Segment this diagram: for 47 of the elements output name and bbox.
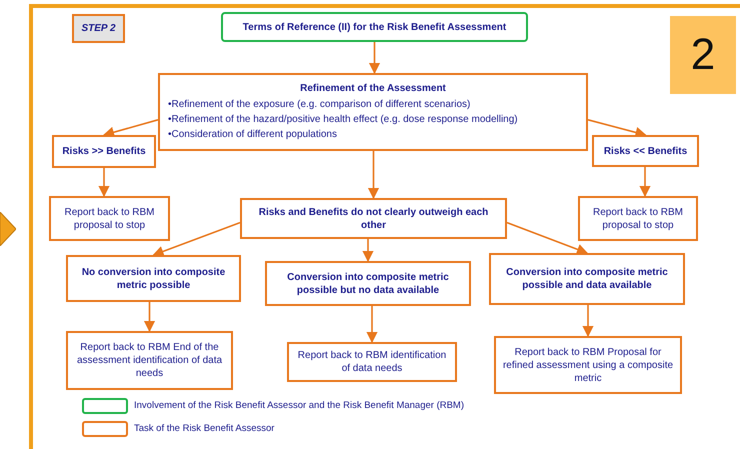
process-box [66, 255, 241, 302]
arrow [144, 302, 156, 332]
box-text: Report back to RBM Proposal for refined assessment using a composite metric [502, 346, 674, 384]
arrow [582, 305, 594, 338]
box-text: Report back to RBM proposal to stop [592, 206, 684, 232]
process-box [578, 196, 698, 241]
box-text: Report back to RBM proposal to stop [63, 206, 156, 232]
step-label-box [72, 14, 125, 43]
process-box [489, 253, 685, 305]
arrow [506, 222, 588, 255]
arrow [368, 151, 380, 200]
box-text: Report back to RBM identification of data needs [296, 349, 448, 375]
process-box [221, 12, 528, 42]
box-text: No conversion into composite metric possible [80, 266, 226, 292]
legend-text: Task of the Risk Benefit Assessor [134, 423, 274, 434]
process-box [592, 135, 699, 167]
process-box [265, 261, 471, 306]
arrow [639, 167, 651, 198]
arrow [366, 306, 378, 344]
process-box [287, 342, 457, 382]
box-text: Risks >> Benefits [62, 145, 146, 158]
bullet-item: •Refinement of the hazard/positive health effect (e.g. dose response modelling) [168, 113, 519, 127]
box-text: Terms of Reference (II) for the Risk Benefit Assessment [242, 20, 506, 34]
step-number-badge [670, 16, 736, 94]
arrow [102, 119, 158, 138]
process-box [52, 135, 156, 168]
process-box [66, 331, 233, 390]
box-text: Risks << Benefits [604, 144, 688, 158]
box-text: Conversion into composite metric possible and data available [505, 266, 669, 292]
process-box [494, 336, 682, 394]
process-box [240, 198, 507, 239]
box-text: Report back to RBM End of the assessment identification of data needs [76, 341, 224, 380]
process-box [158, 73, 588, 151]
box-text: Conversion into composite metric possible but no data available [286, 270, 450, 296]
box-heading: Refinement of the Assessment [300, 82, 446, 95]
bullet-item: •Consideration of different populations [168, 128, 338, 142]
process-box [49, 196, 170, 241]
arrow [362, 239, 374, 262]
box-text: 2 [690, 29, 716, 82]
box-text: Risks and Benefits do not clearly outweigh each other [258, 206, 490, 232]
arrow [98, 168, 110, 198]
bullet-item: •Refinement of the exposure (e.g. comparison of different scenarios) [168, 98, 472, 112]
arrow [368, 42, 380, 74]
arrow [588, 119, 647, 138]
arrow [152, 222, 240, 257]
legend-text: Involvement of the Risk Benefit Assessor and the Risk Benefit Manager (RBM) [134, 400, 464, 411]
box-text: STEP 2 [81, 22, 116, 35]
